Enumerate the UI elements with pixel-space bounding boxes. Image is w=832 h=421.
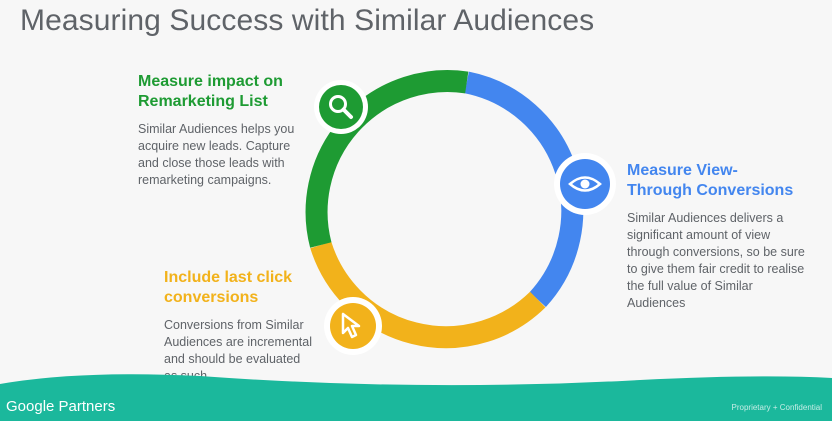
- last-click-body: Conversions from Similar Audiences are i…: [164, 318, 312, 383]
- last-click-heading: Include last click conversions: [164, 269, 293, 306]
- view-through-block: Measure View- Through Conversions Simila…: [627, 161, 805, 312]
- remarketing-body: Similar Audiences helps you acquire new …: [138, 122, 295, 187]
- remarketing-block: Measure impact on Remarketing List Simil…: [138, 72, 294, 189]
- ring-segment-yellow: [310, 241, 546, 349]
- slide-title: Measuring Success with Similar Audiences: [20, 4, 595, 37]
- magnifier-badge: [314, 80, 368, 134]
- eye-badge: [554, 153, 616, 215]
- last-click-block: Include last click conversions Conversio…: [164, 268, 312, 385]
- view-through-heading: Measure View- Through Conversions: [627, 162, 794, 199]
- cursor-badge: [324, 297, 382, 355]
- confidential-note: Proprietary + Confidential: [731, 403, 823, 412]
- google-partners-logo: Google Partners: [6, 398, 116, 415]
- cursor-icon: [341, 312, 361, 339]
- remarketing-heading: Measure impact on Remarketing List: [138, 73, 283, 110]
- magnifier-icon: [329, 95, 353, 119]
- view-through-body: Similar Audiences delivers a significant…: [627, 211, 805, 310]
- eye-icon: [568, 176, 602, 192]
